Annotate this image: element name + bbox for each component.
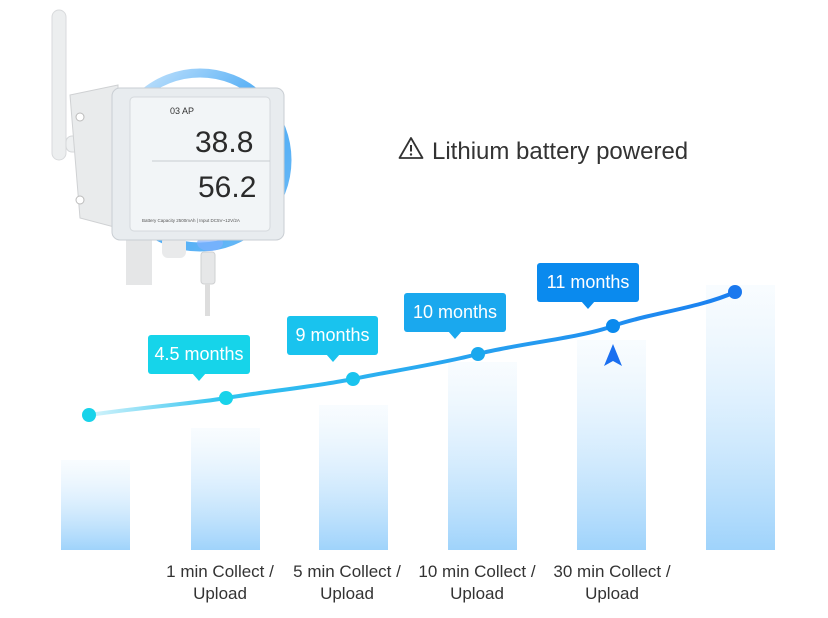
bar-0 <box>61 460 130 550</box>
bar-4 <box>577 340 646 550</box>
value-label-2: 9 months <box>287 316 378 362</box>
data-point-4 <box>606 319 620 333</box>
bar-5 <box>706 285 775 550</box>
x-tick-label: 30 min Collect / Upload <box>553 562 671 603</box>
device-illustration: 03 AP 38.8 56.2 Battery Capacity 2500mAh… <box>51 9 292 316</box>
data-point-5 <box>728 285 742 299</box>
value-label-3: 10 months <box>404 293 506 339</box>
data-point-1 <box>219 391 233 405</box>
x-tick-label: 1 min Collect / Upload <box>166 562 274 603</box>
warning-triangle-icon <box>398 136 424 167</box>
x-tick-label: 5 min Collect / Upload <box>293 562 401 603</box>
page-heading: Lithium battery powered <box>398 136 688 167</box>
value-label-1: 4.5 months <box>148 335 250 381</box>
lcd-status: 03 AP <box>170 106 194 116</box>
trend-line <box>87 290 737 417</box>
x-tick-label: 10 min Collect / Upload <box>418 562 536 603</box>
data-point-2 <box>346 372 360 386</box>
heading-text: Lithium battery powered <box>432 137 689 165</box>
bar-3 <box>448 362 517 550</box>
lcd-humidity: 56.2 <box>198 171 256 204</box>
bar-1 <box>191 428 260 550</box>
data-point-0 <box>82 408 96 422</box>
value-label-4: 11 months <box>537 263 639 309</box>
data-point-3 <box>471 347 485 361</box>
arrow-cursor-icon <box>604 344 622 366</box>
lcd-temperature: 38.8 <box>195 126 253 159</box>
bar-2 <box>319 405 388 550</box>
device-label: Battery Capacity 2500mAh | Input DC5V~12… <box>142 218 240 223</box>
